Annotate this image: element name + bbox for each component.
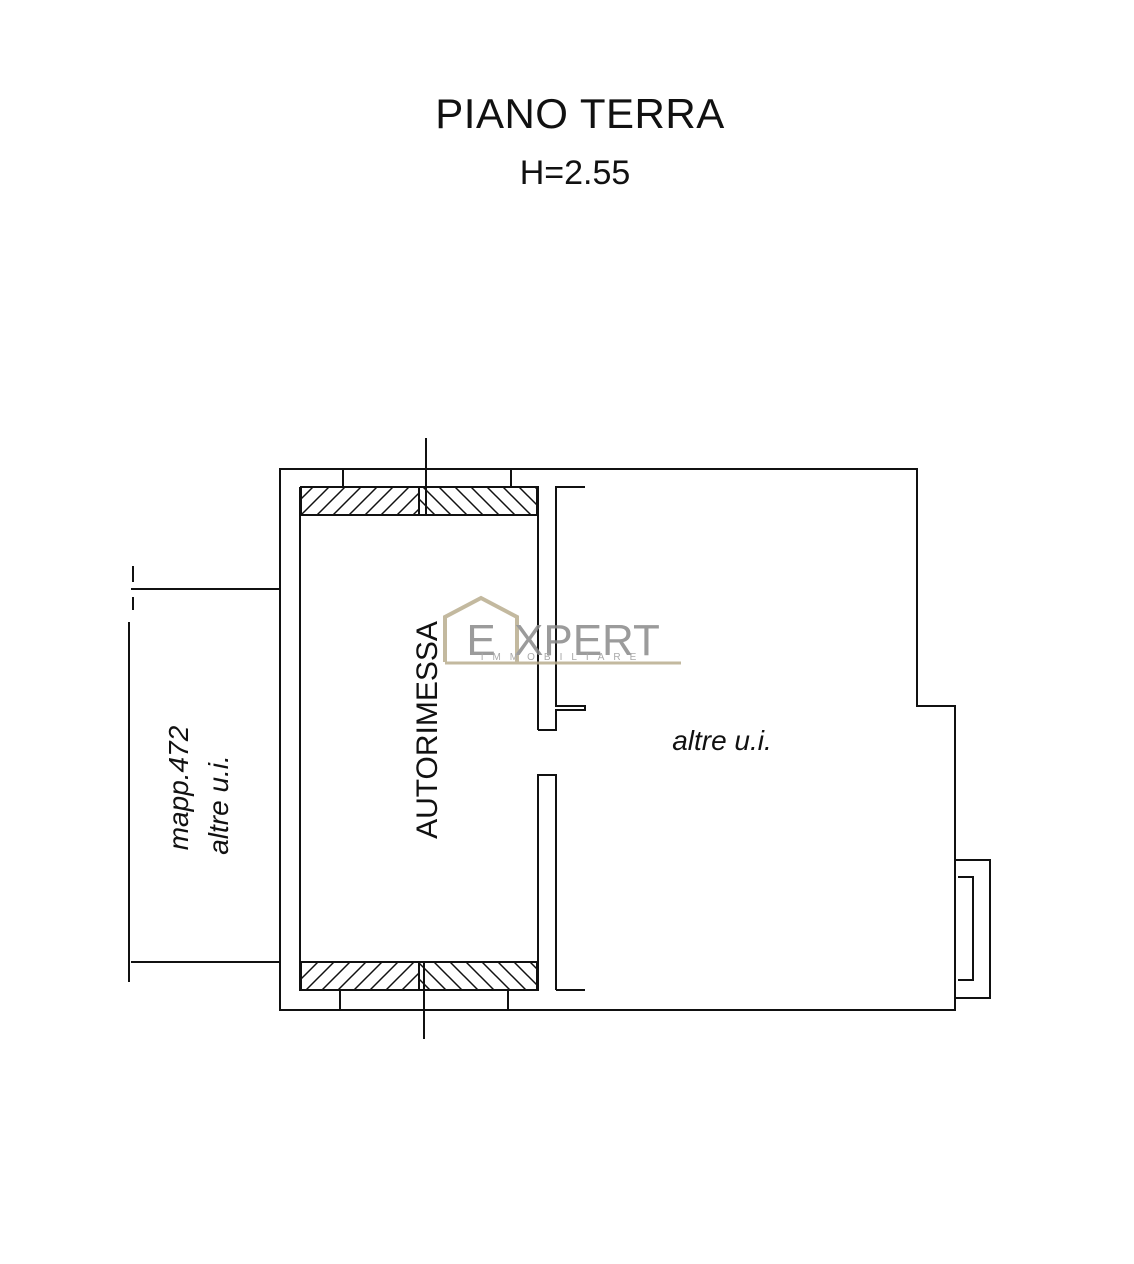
garage-door-top-right [418,486,538,516]
garage-door-top-left [300,486,420,516]
watermark-tagline: IMMOBILIARE [481,652,646,663]
top-opening [342,469,512,487]
adjacent-parcel-lines [128,566,280,982]
side-element [955,859,991,999]
garage-door-bottom-left [300,961,420,991]
watermark-initial: E [466,616,495,665]
house-outline-icon [443,595,519,662]
partition-wall [538,486,586,731]
ceiling-height-label: H=2.55 [519,154,631,192]
bottom-opening [339,990,509,1010]
parcel-note-label: altre u.i. [203,755,234,855]
floor-title: PIANO TERRA [435,90,725,137]
outer-wall [279,468,956,1011]
garage-door-bottom-right [418,961,538,991]
garage-label: AUTORIMESSA [411,621,444,839]
watermark-brand: XPERT [514,616,660,665]
neighbor-units-label: altre u.i. [672,725,772,756]
watermark-logo: E XPERT IMMOBILIARE [443,595,681,665]
parcel-label: mapp.472 [163,725,194,850]
